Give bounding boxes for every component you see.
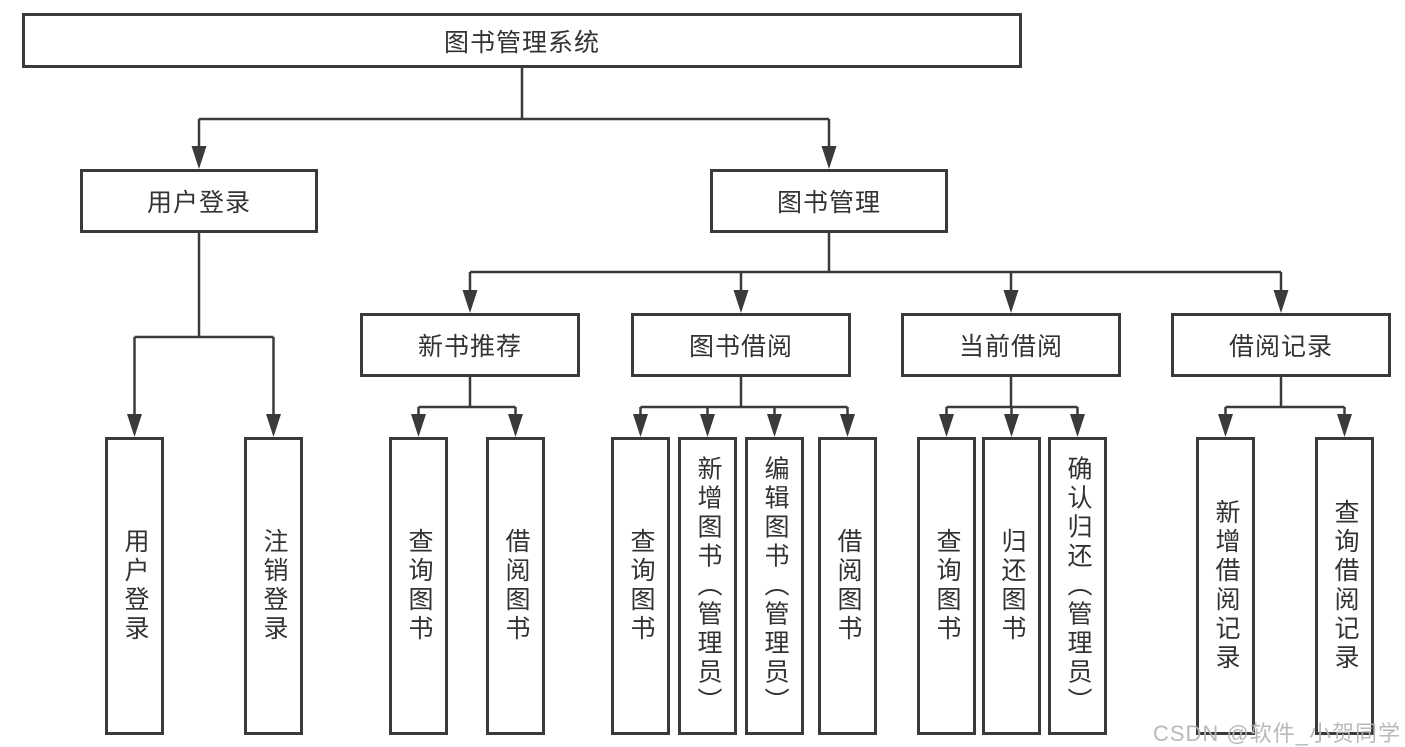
- node-book-management: 图书管理: [710, 169, 948, 233]
- node-label: 用户登录: [121, 528, 149, 644]
- node-label: 注销登录: [260, 528, 288, 644]
- node-book-borrowing: 图书借阅: [631, 313, 851, 377]
- node-borrowing-records: 借阅记录: [1171, 313, 1391, 377]
- leaf-edit-books-admin: 编辑图书（管理员）: [745, 437, 804, 735]
- arrowhead: [411, 414, 426, 437]
- arrowhead: [1004, 414, 1019, 437]
- node-label: 借阅图书: [834, 528, 862, 644]
- node-user-login: 用户登录: [80, 169, 318, 233]
- node-label: 新书推荐: [417, 333, 522, 361]
- node-label: 新增图书（管理员）: [694, 455, 722, 717]
- leaf-return-books: 归还图书: [982, 437, 1041, 735]
- arrowhead: [939, 414, 954, 437]
- csdn-watermark: CSDN @软件_小贺同学: [1152, 721, 1401, 746]
- node-label: 新增借阅记录: [1212, 499, 1240, 673]
- leaf-query-books-borrowing: 查询图书: [611, 437, 670, 735]
- arrowhead: [1337, 414, 1352, 437]
- arrowhead: [767, 414, 782, 437]
- leaf-add-borrow-record: 新增借阅记录: [1196, 437, 1255, 735]
- arrowhead: [266, 414, 281, 437]
- leaf-borrow-books-recommend: 借阅图书: [486, 437, 545, 735]
- node-label: 借阅记录: [1228, 333, 1333, 361]
- arrowhead: [840, 414, 855, 437]
- leaf-add-books-admin: 新增图书（管理员）: [678, 437, 737, 735]
- arrowhead: [633, 414, 648, 437]
- leaf-logout: 注销登录: [244, 437, 303, 735]
- node-label: 查询图书: [933, 528, 961, 644]
- node-label: 用户登录: [146, 189, 251, 217]
- leaf-confirm-return-admin: 确认归还（管理员）: [1048, 437, 1107, 735]
- arrowhead: [1273, 290, 1289, 313]
- node-label: 编辑图书（管理员）: [761, 455, 789, 717]
- arrowhead: [127, 414, 142, 437]
- leaf-query-books-recommend: 查询图书: [389, 437, 448, 735]
- node-label: 图书管理系统: [443, 28, 600, 57]
- node-root-system: 图书管理系统: [22, 13, 1022, 68]
- node-label: 查询借阅记录: [1331, 499, 1359, 673]
- arrowhead: [821, 146, 837, 169]
- leaf-query-borrow-record: 查询借阅记录: [1315, 437, 1374, 735]
- arrowhead: [1003, 290, 1019, 313]
- leaf-user-login: 用户登录: [105, 437, 164, 735]
- arrowhead: [733, 290, 749, 313]
- arrowhead: [700, 414, 715, 437]
- node-label: 图书借阅: [688, 333, 793, 361]
- node-label: 确认归还（管理员）: [1064, 455, 1092, 717]
- node-label: 查询图书: [627, 528, 655, 644]
- arrowhead: [1218, 414, 1233, 437]
- node-label: 查询图书: [405, 528, 433, 644]
- node-label: 图书管理: [776, 189, 881, 217]
- arrowhead: [191, 146, 207, 169]
- arrowhead: [1070, 414, 1085, 437]
- arrowhead: [508, 414, 523, 437]
- node-label: 归还图书: [998, 528, 1026, 644]
- node-label: 借阅图书: [502, 528, 530, 644]
- node-new-book-recommend: 新书推荐: [360, 313, 580, 377]
- leaf-borrow-books-borrowing: 借阅图书: [818, 437, 877, 735]
- leaf-query-books-current: 查询图书: [917, 437, 976, 735]
- node-current-borrowing: 当前借阅: [901, 313, 1121, 377]
- node-label: 当前借阅: [958, 333, 1063, 361]
- arrowhead: [462, 290, 478, 313]
